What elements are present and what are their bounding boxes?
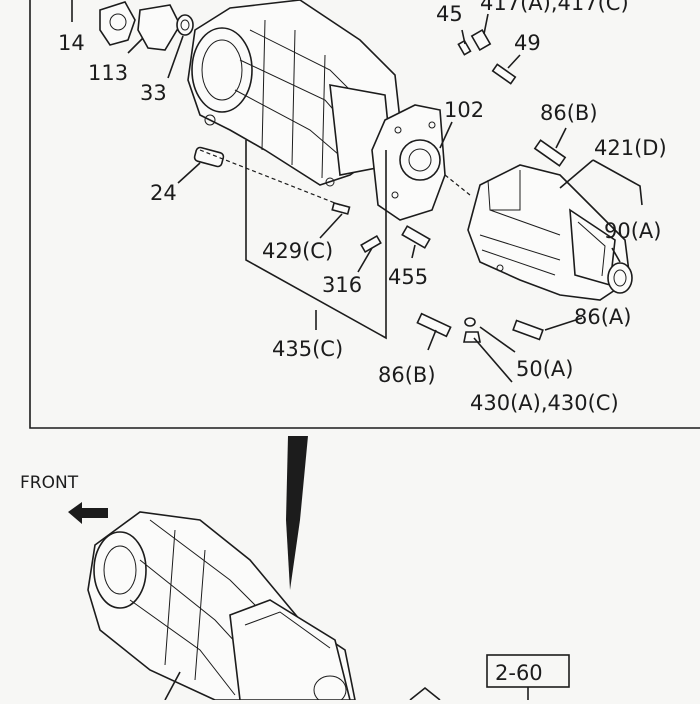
- callout-labels: 45 417(A),417(C) 14 113 33 49 102 86(B) …: [20, 0, 667, 685]
- label-front: FRONT: [20, 473, 79, 493]
- label-90a: 90(A): [604, 219, 661, 243]
- front-cover-parts: [99, 1, 194, 51]
- label-24: 24: [150, 181, 177, 205]
- label-ref-2-60: 2-60: [495, 661, 543, 685]
- hardware-parts: [193, 28, 633, 343]
- label-45: 45: [436, 2, 463, 26]
- intermediate-plate: [371, 104, 446, 221]
- divider-wedge: [286, 436, 308, 590]
- label-429c: 429(C): [262, 239, 333, 263]
- label-86a: 86(A): [574, 305, 631, 329]
- label-49: 49: [514, 31, 541, 55]
- label-86b-bottom: 86(B): [378, 363, 436, 387]
- label-455: 455: [388, 265, 428, 289]
- label-86b-top: 86(B): [540, 101, 598, 125]
- leader-lines: [71, 0, 643, 383]
- reference-box: [486, 654, 570, 700]
- label-316: 316: [322, 273, 362, 297]
- label-14: 14: [58, 31, 85, 55]
- label-421d: 421(D): [594, 136, 667, 160]
- label-435c: 435(C): [272, 337, 343, 361]
- label-50a: 50(A): [516, 357, 573, 381]
- transmission-assembly-lower: [87, 511, 441, 704]
- front-arrow: [68, 502, 108, 524]
- label-33: 33: [140, 81, 167, 105]
- label-430: 430(A),430(C): [470, 391, 619, 415]
- label-113: 113: [88, 61, 128, 85]
- label-102: 102: [444, 98, 484, 122]
- label-417: 417(A),417(C): [480, 0, 629, 15]
- diagram-frame: [29, 0, 700, 429]
